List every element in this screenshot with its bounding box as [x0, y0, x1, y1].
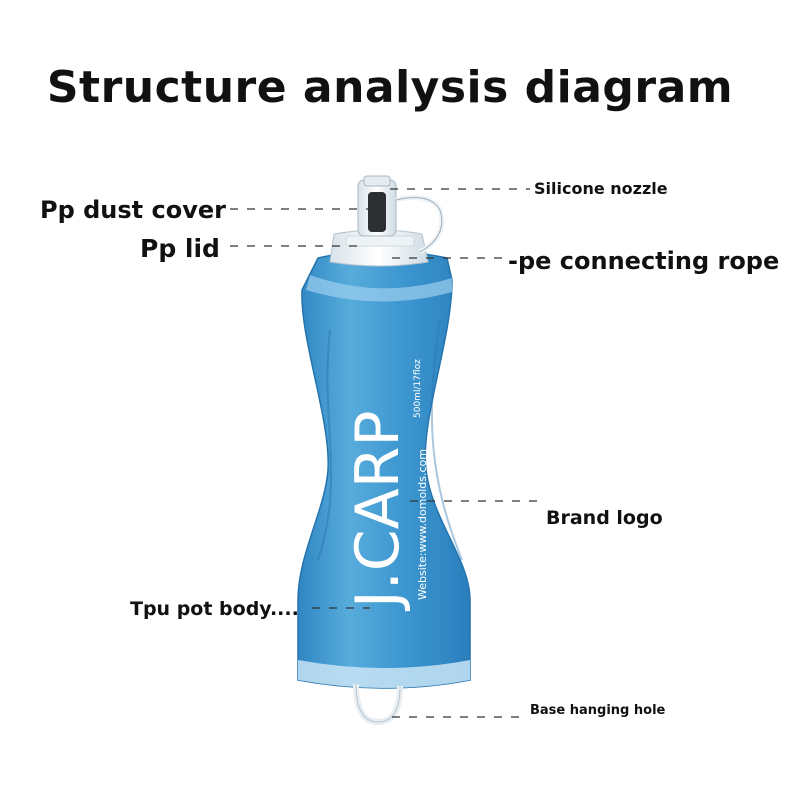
label-brand-logo: Brand logo	[546, 507, 663, 529]
label-base-hanging-hole: Base hanging hole	[530, 703, 666, 718]
bottom-crease	[298, 660, 470, 688]
body-crease-left	[317, 329, 333, 561]
bottle-capacity-text: 500ml/17floz	[413, 359, 423, 418]
label-silicone-nozzle: Silicone nozzle	[534, 179, 668, 198]
base-hanging-hole	[353, 683, 403, 726]
label-pp-lid: Pp lid	[140, 234, 220, 263]
page-title: Structure analysis diagram	[46, 62, 734, 113]
bottle-brand-text: J.CARP	[343, 410, 413, 612]
silicone-nozzle	[368, 192, 386, 232]
label-tpu-pot-body: Tpu pot body....	[130, 598, 299, 620]
label-pe-connecting-rope: -pe connecting rope	[508, 247, 780, 275]
shoulder-highlight	[306, 275, 452, 302]
label-pp-dust-cover: Pp dust cover	[40, 196, 226, 224]
bottle-website-text: Website:www.domolds.com	[416, 449, 429, 600]
body-crease-right	[430, 319, 463, 561]
